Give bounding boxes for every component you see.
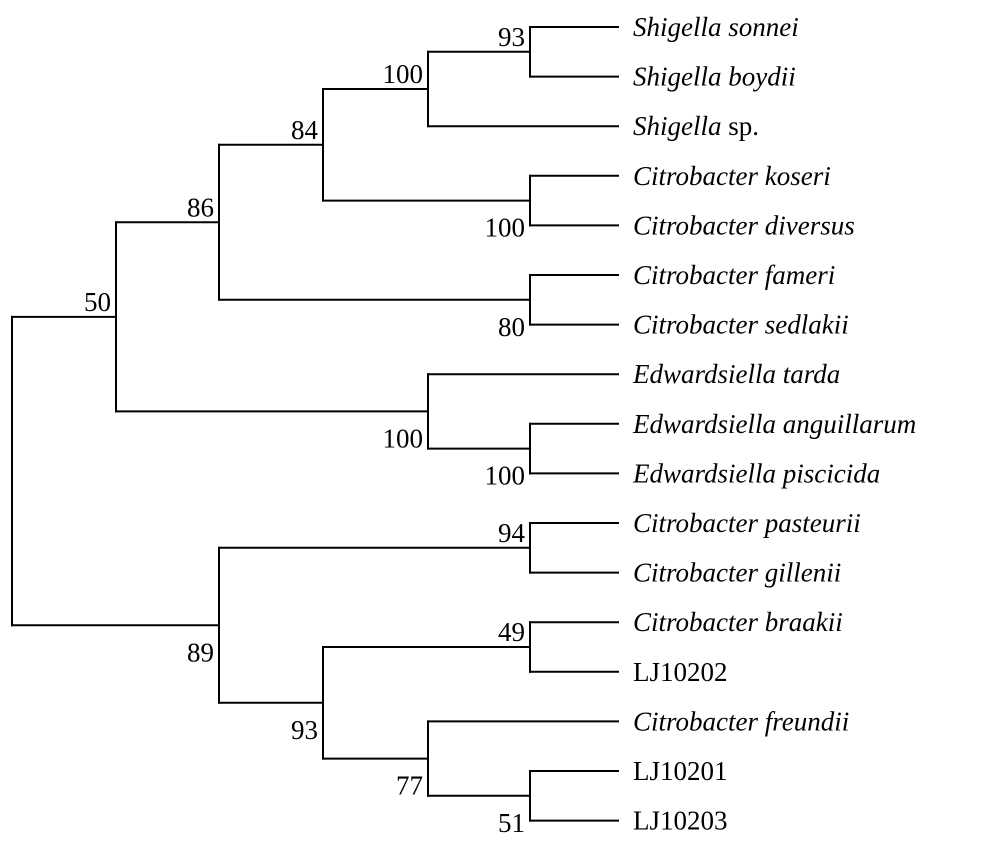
bootstrap-value: 50 [84, 287, 111, 317]
taxon-label: LJ10202 [633, 657, 728, 687]
taxon-label: Citrobacter gillenii [633, 558, 841, 588]
taxon-label: Edwardsiella anguillarum [632, 409, 916, 439]
genus-name: Edwardsiella [632, 409, 776, 439]
genus-name: Citrobacter [633, 558, 758, 588]
taxon-label: Citrobacter fameri [633, 260, 835, 290]
species-epithet: koseri [758, 161, 831, 191]
bootstrap-value: 86 [187, 192, 214, 222]
taxon-label: Citrobacter pasteurii [633, 508, 861, 538]
species-abbreviation: sp. [722, 111, 760, 141]
strain-id: LJ10201 [633, 756, 728, 786]
species-epithet: freundii [758, 706, 849, 736]
bootstrap-value: 93 [291, 715, 318, 745]
taxon-label: Shigella boydii [633, 62, 796, 92]
strain-id: LJ10202 [633, 657, 728, 687]
bootstrap-value: 100 [383, 423, 424, 453]
genus-name: Citrobacter [633, 310, 758, 340]
taxon-label: Citrobacter koseri [633, 161, 831, 191]
genus-name: Citrobacter [633, 706, 758, 736]
species-epithet: anguillarum [776, 409, 916, 439]
taxon-label: LJ10203 [633, 806, 728, 836]
species-epithet: gillenii [758, 558, 841, 588]
taxon-label: Citrobacter braakii [633, 607, 843, 637]
bootstrap-value: 93 [498, 22, 525, 52]
taxon-label: Shigella sonnei [633, 12, 799, 42]
support-values: 93 100 100 84 80 86 100 100 50 94 49 51 77 93 89 [84, 22, 526, 838]
taxon-label: Citrobacter freundii [633, 706, 849, 736]
taxon-label: Citrobacter diversus [633, 210, 855, 240]
genus-name: Shigella [633, 12, 722, 42]
species-epithet: diversus [758, 210, 855, 240]
genus-name: Edwardsiella [632, 359, 776, 389]
species-epithet: fameri [758, 260, 835, 290]
bootstrap-value: 89 [187, 637, 214, 667]
bootstrap-value: 51 [498, 808, 525, 838]
taxon-label: Shigella sp. [633, 111, 759, 141]
genus-name: Edwardsiella [632, 458, 776, 488]
strain-id: LJ10203 [633, 806, 728, 836]
bootstrap-value: 100 [383, 59, 424, 89]
genus-name: Shigella [633, 62, 722, 92]
taxon-label: Citrobacter sedlakii [633, 310, 849, 340]
genus-name: Citrobacter [633, 508, 758, 538]
bootstrap-value: 49 [498, 617, 525, 647]
species-epithet: piscicida [776, 458, 880, 488]
species-epithet: sonnei [722, 12, 799, 42]
genus-name: Citrobacter [633, 607, 758, 637]
taxon-label: Edwardsiella tarda [632, 359, 840, 389]
genus-name: Citrobacter [633, 161, 758, 191]
bootstrap-value: 80 [498, 312, 525, 342]
species-epithet: tarda [776, 359, 840, 389]
genus-name: Shigella [633, 111, 722, 141]
species-epithet: boydii [722, 62, 796, 92]
species-epithet: pasteurii [758, 508, 861, 538]
genus-name: Citrobacter [633, 210, 758, 240]
taxon-label: LJ10201 [633, 756, 728, 786]
taxon-label: Edwardsiella piscicida [632, 458, 880, 488]
bootstrap-value: 84 [291, 115, 319, 145]
species-epithet: sedlakii [758, 310, 849, 340]
tree-branches [11, 26, 619, 822]
species-epithet: braakii [758, 607, 843, 637]
genus-name: Citrobacter [633, 260, 758, 290]
bootstrap-value: 77 [396, 771, 423, 801]
bootstrap-value: 100 [485, 213, 526, 243]
bootstrap-value: 94 [498, 518, 526, 548]
bootstrap-value: 100 [485, 461, 526, 491]
